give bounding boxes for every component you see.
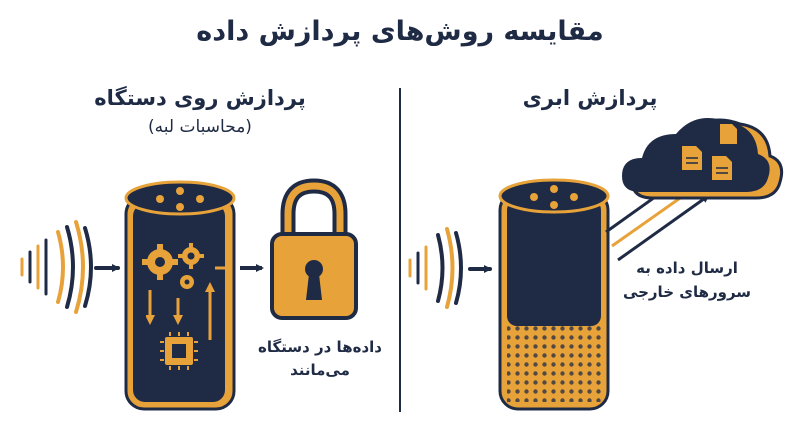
chip-icon (160, 332, 198, 370)
gear-icon (142, 244, 178, 280)
on-device-caption: داده‌ها در دستگاه می‌مانند (250, 336, 390, 382)
gear-icon (178, 243, 204, 269)
cloud-title: پردازش ابری (522, 86, 658, 110)
sound-wave-icon-left (20, 220, 120, 314)
smart-speaker-icon-right (498, 178, 610, 411)
document-icon (720, 124, 737, 144)
cloud-caption-line1: ارسال داده به (636, 259, 738, 277)
smart-speaker-icon-left (124, 180, 236, 411)
cloud-icon (622, 118, 784, 200)
gear-icon (180, 275, 194, 289)
document-icon (712, 156, 732, 180)
cloud-caption-line2: سرورهای خارجی (622, 283, 752, 301)
on-device-subtitle: (محاسبات لبه) (148, 117, 252, 137)
sound-wave-icon-right (408, 227, 492, 309)
page-title: مقایسه روش‌های پردازش داده (196, 16, 604, 47)
document-icon (682, 146, 702, 170)
on-device-caption-line2: می‌مانند (290, 361, 350, 379)
cloud-caption: ارسال داده به سرورهای خارجی (612, 256, 762, 304)
on-device-title: پردازش روی دستگاه (94, 86, 306, 110)
on-device-caption-line1: داده‌ها در دستگاه (258, 338, 382, 356)
padlock-icon (270, 178, 358, 320)
